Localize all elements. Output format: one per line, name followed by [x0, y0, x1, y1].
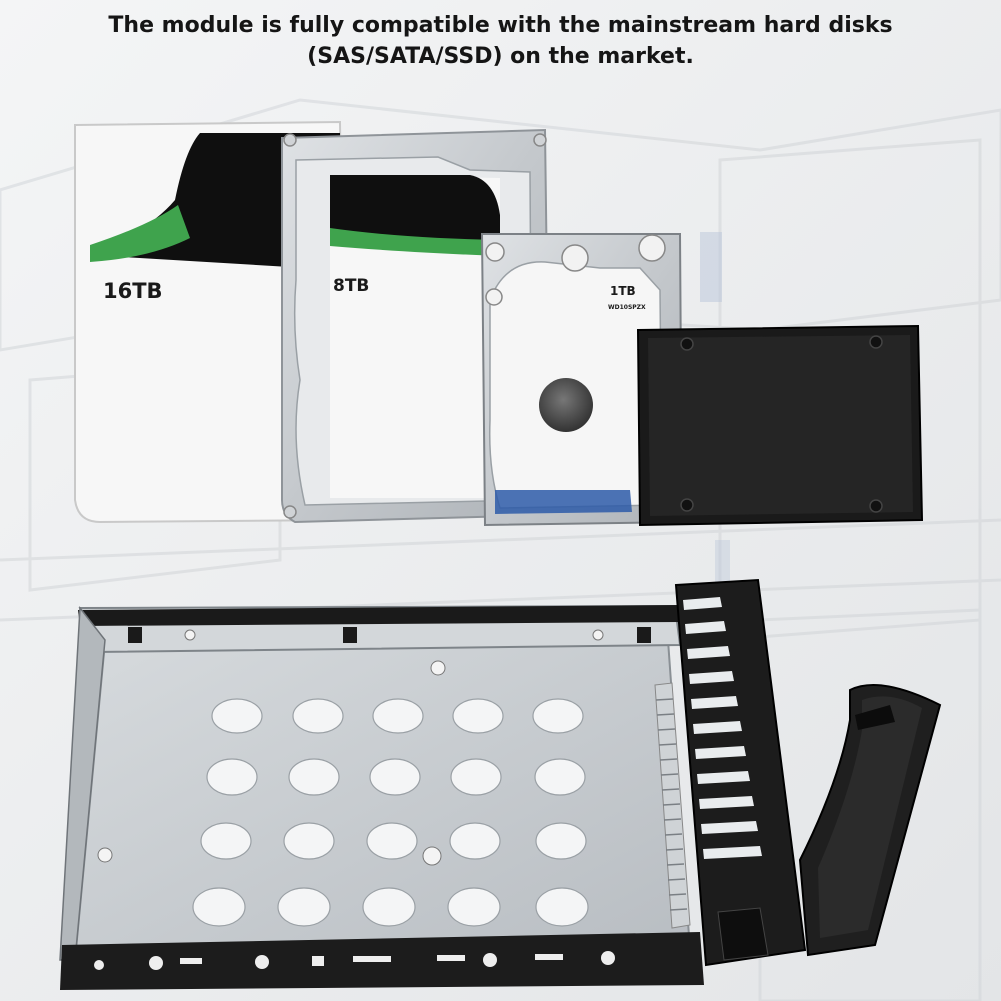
headline-line-2: (SAS/SATA/SSD) on the market.	[307, 44, 694, 69]
headline-line-1: The module is fully compatible with the …	[108, 13, 893, 38]
bezel-vent-slots	[683, 597, 762, 859]
drive-8tb-label: 8TB	[333, 276, 369, 296]
drive-16tb: 16TB	[74, 120, 347, 524]
drive-16tb-label: 16TB	[103, 279, 163, 303]
hdd-tray	[59, 578, 942, 990]
page-headline: The module is fully compatible with the …	[0, 10, 1001, 72]
ssd-drive	[636, 324, 924, 527]
drive-1tb-label: 1TB	[610, 284, 636, 298]
tray-vent-holes	[192, 698, 589, 927]
drive-1tb-model: WD10SPZX	[608, 304, 646, 311]
drive-1tb: 1TB WD10SPZX	[480, 233, 684, 527]
